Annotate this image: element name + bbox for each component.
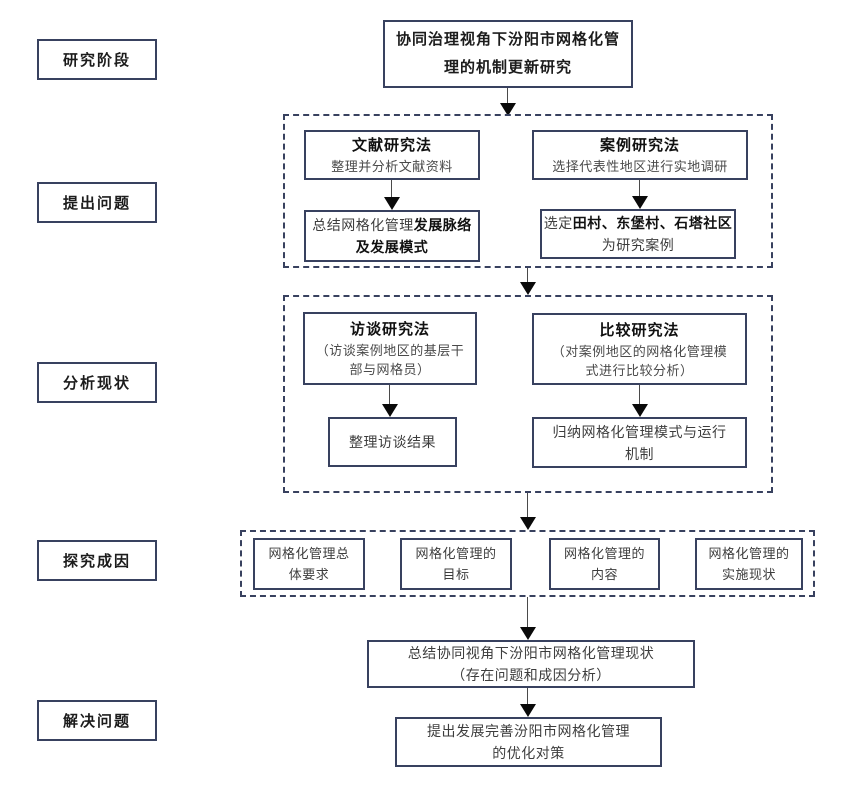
stage-label-research-phase: 研究阶段 <box>37 39 157 80</box>
arrow-down-icon <box>520 597 536 640</box>
arrow-down-icon <box>382 385 398 417</box>
stage-label-raise-problem: 提出问题 <box>37 182 157 223</box>
group-raise-problem <box>283 114 773 268</box>
case-method-subtitle: 选择代表性地区进行实地调研 <box>552 159 728 174</box>
arrow-down-icon <box>632 385 648 417</box>
arrow-down-icon <box>384 180 400 210</box>
stage-label-analyze-status: 分析现状 <box>37 362 157 403</box>
literature-method-title: 文献研究法 <box>351 137 432 154</box>
cause-box-implementation: 网格化管理的 实施现状 <box>695 538 803 590</box>
literature-method-subtitle: 整理并分析文献资料 <box>331 159 453 174</box>
case-result-box: 选定田村、东堡村、石塔社区为研究案例 <box>540 209 736 259</box>
cause-box-overall-requirements: 网格化管理总 体要求 <box>253 538 365 590</box>
interview-method-subtitle: （访谈案例地区的基层干 部与网格员） <box>315 343 465 377</box>
compare-method-subtitle: （对案例地区的网格化管理模 式进行比较分析） <box>551 343 728 378</box>
interview-method-title: 访谈研究法 <box>349 321 430 338</box>
compare-method-box: 比较研究法 （对案例地区的网格化管理模 式进行比较分析） <box>532 313 747 385</box>
arrow-down-icon <box>520 268 536 295</box>
group-explore-causes <box>240 530 815 597</box>
literature-result-box: 总结网格化管理发展脉络及发展模式 <box>304 210 480 262</box>
compare-method-title: 比较研究法 <box>599 321 680 339</box>
case-result-text: 选定田村、东堡村、石塔社区为研究案例 <box>543 215 733 253</box>
title-box: 协同治理视角下汾阳市网格化管 理的机制更新研究 <box>383 20 633 88</box>
literature-method-box: 文献研究法 整理并分析文献资料 <box>304 130 480 180</box>
cause-box-content: 网格化管理的 内容 <box>549 538 660 590</box>
solution-box: 提出发展完善汾阳市网格化管理 的优化对策 <box>395 717 662 767</box>
case-method-title: 案例研究法 <box>599 137 680 154</box>
literature-result-text: 总结网格化管理发展脉络及发展模式 <box>312 217 472 255</box>
interview-method-box: 访谈研究法 （访谈案例地区的基层干 部与网格员） <box>303 312 477 385</box>
arrow-down-icon <box>500 88 516 116</box>
case-method-box: 案例研究法 选择代表性地区进行实地调研 <box>532 130 748 180</box>
compare-result-box: 归纳网格化管理模式与运行 机制 <box>532 417 747 468</box>
arrow-down-icon <box>632 180 648 209</box>
stage-label-solve-problem: 解决问题 <box>37 700 157 741</box>
group-analyze-status <box>283 295 773 493</box>
cause-box-goals: 网格化管理的 目标 <box>400 538 512 590</box>
stage-label-explore-causes: 探究成因 <box>37 540 157 581</box>
arrow-down-icon <box>520 688 536 717</box>
interview-result-box: 整理访谈结果 <box>328 417 457 467</box>
summary-box: 总结协同视角下汾阳市网格化管理现状 （存在问题和成因分析） <box>367 640 695 688</box>
arrow-down-icon <box>520 493 536 530</box>
